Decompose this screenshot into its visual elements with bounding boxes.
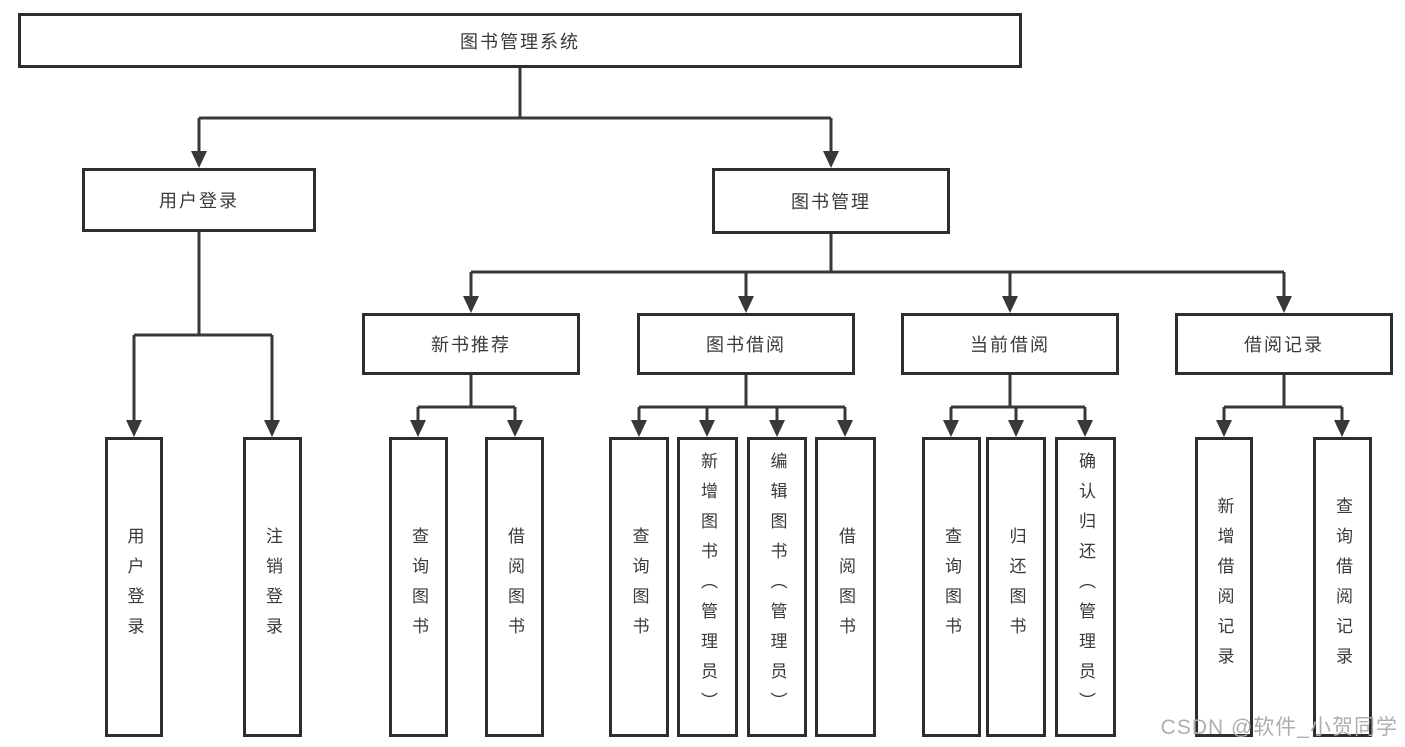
leaf-query-books-2-label: 查询图书 <box>629 527 649 647</box>
leaf-add-borrow-record: 新增借阅记录 <box>1195 437 1253 737</box>
leaf-logout-label: 注销登录 <box>263 527 282 647</box>
node-borrow-records-label: 借阅记录 <box>1244 335 1324 355</box>
leaf-add-book-admin-label: 新增图书（管理员） <box>698 452 717 722</box>
node-root-label: 图书管理系统 <box>460 31 580 52</box>
node-current-borrow-label: 当前借阅 <box>970 335 1050 355</box>
leaf-edit-book-admin-label: 编辑图书（管理员） <box>767 452 787 722</box>
node-user-login-label: 用户登录 <box>159 191 239 211</box>
leaf-add-borrow-record-label: 新增借阅记录 <box>1214 497 1234 677</box>
node-borrow-records: 借阅记录 <box>1175 313 1393 375</box>
leaf-logout: 注销登录 <box>243 437 302 737</box>
leaf-query-borrow-record: 查询借阅记录 <box>1313 437 1372 737</box>
node-book-management: 图书管理 <box>712 168 950 234</box>
watermark: CSDN @软件_小贺同学 <box>1160 716 1398 739</box>
leaf-query-borrow-record-label: 查询借阅记录 <box>1333 497 1352 677</box>
leaf-query-books-2: 查询图书 <box>609 437 669 737</box>
node-root: 图书管理系统 <box>18 13 1022 68</box>
node-new-book-recommend-label: 新书推荐 <box>431 335 511 355</box>
leaf-user-login: 用户登录 <box>105 437 163 737</box>
leaf-return-book: 归还图书 <box>986 437 1046 737</box>
leaf-user-login-label: 用户登录 <box>124 527 144 647</box>
leaf-edit-book-admin: 编辑图书（管理员） <box>747 437 807 737</box>
leaf-return-book-label: 归还图书 <box>1006 527 1026 647</box>
leaf-query-books-3-label: 查询图书 <box>942 527 961 647</box>
leaf-borrow-books-2-label: 借阅图书 <box>836 527 855 647</box>
node-book-borrow-label: 图书借阅 <box>706 335 786 355</box>
leaf-query-books-3: 查询图书 <box>922 437 981 737</box>
node-new-book-recommend: 新书推荐 <box>362 313 580 375</box>
node-user-login: 用户登录 <box>82 168 316 232</box>
leaf-confirm-return-admin-label: 确认归还（管理员） <box>1076 452 1095 722</box>
leaf-add-book-admin: 新增图书（管理员） <box>677 437 738 737</box>
leaf-query-books-1: 查询图书 <box>389 437 448 737</box>
leaf-borrow-books-1: 借阅图书 <box>485 437 544 737</box>
leaf-query-books-1-label: 查询图书 <box>409 527 428 647</box>
leaf-borrow-books-1-label: 借阅图书 <box>505 527 524 647</box>
leaf-confirm-return-admin: 确认归还（管理员） <box>1055 437 1116 737</box>
node-current-borrow: 当前借阅 <box>901 313 1119 375</box>
leaf-borrow-books-2: 借阅图书 <box>815 437 876 737</box>
node-book-management-label: 图书管理 <box>791 192 871 212</box>
node-book-borrow: 图书借阅 <box>637 313 855 375</box>
